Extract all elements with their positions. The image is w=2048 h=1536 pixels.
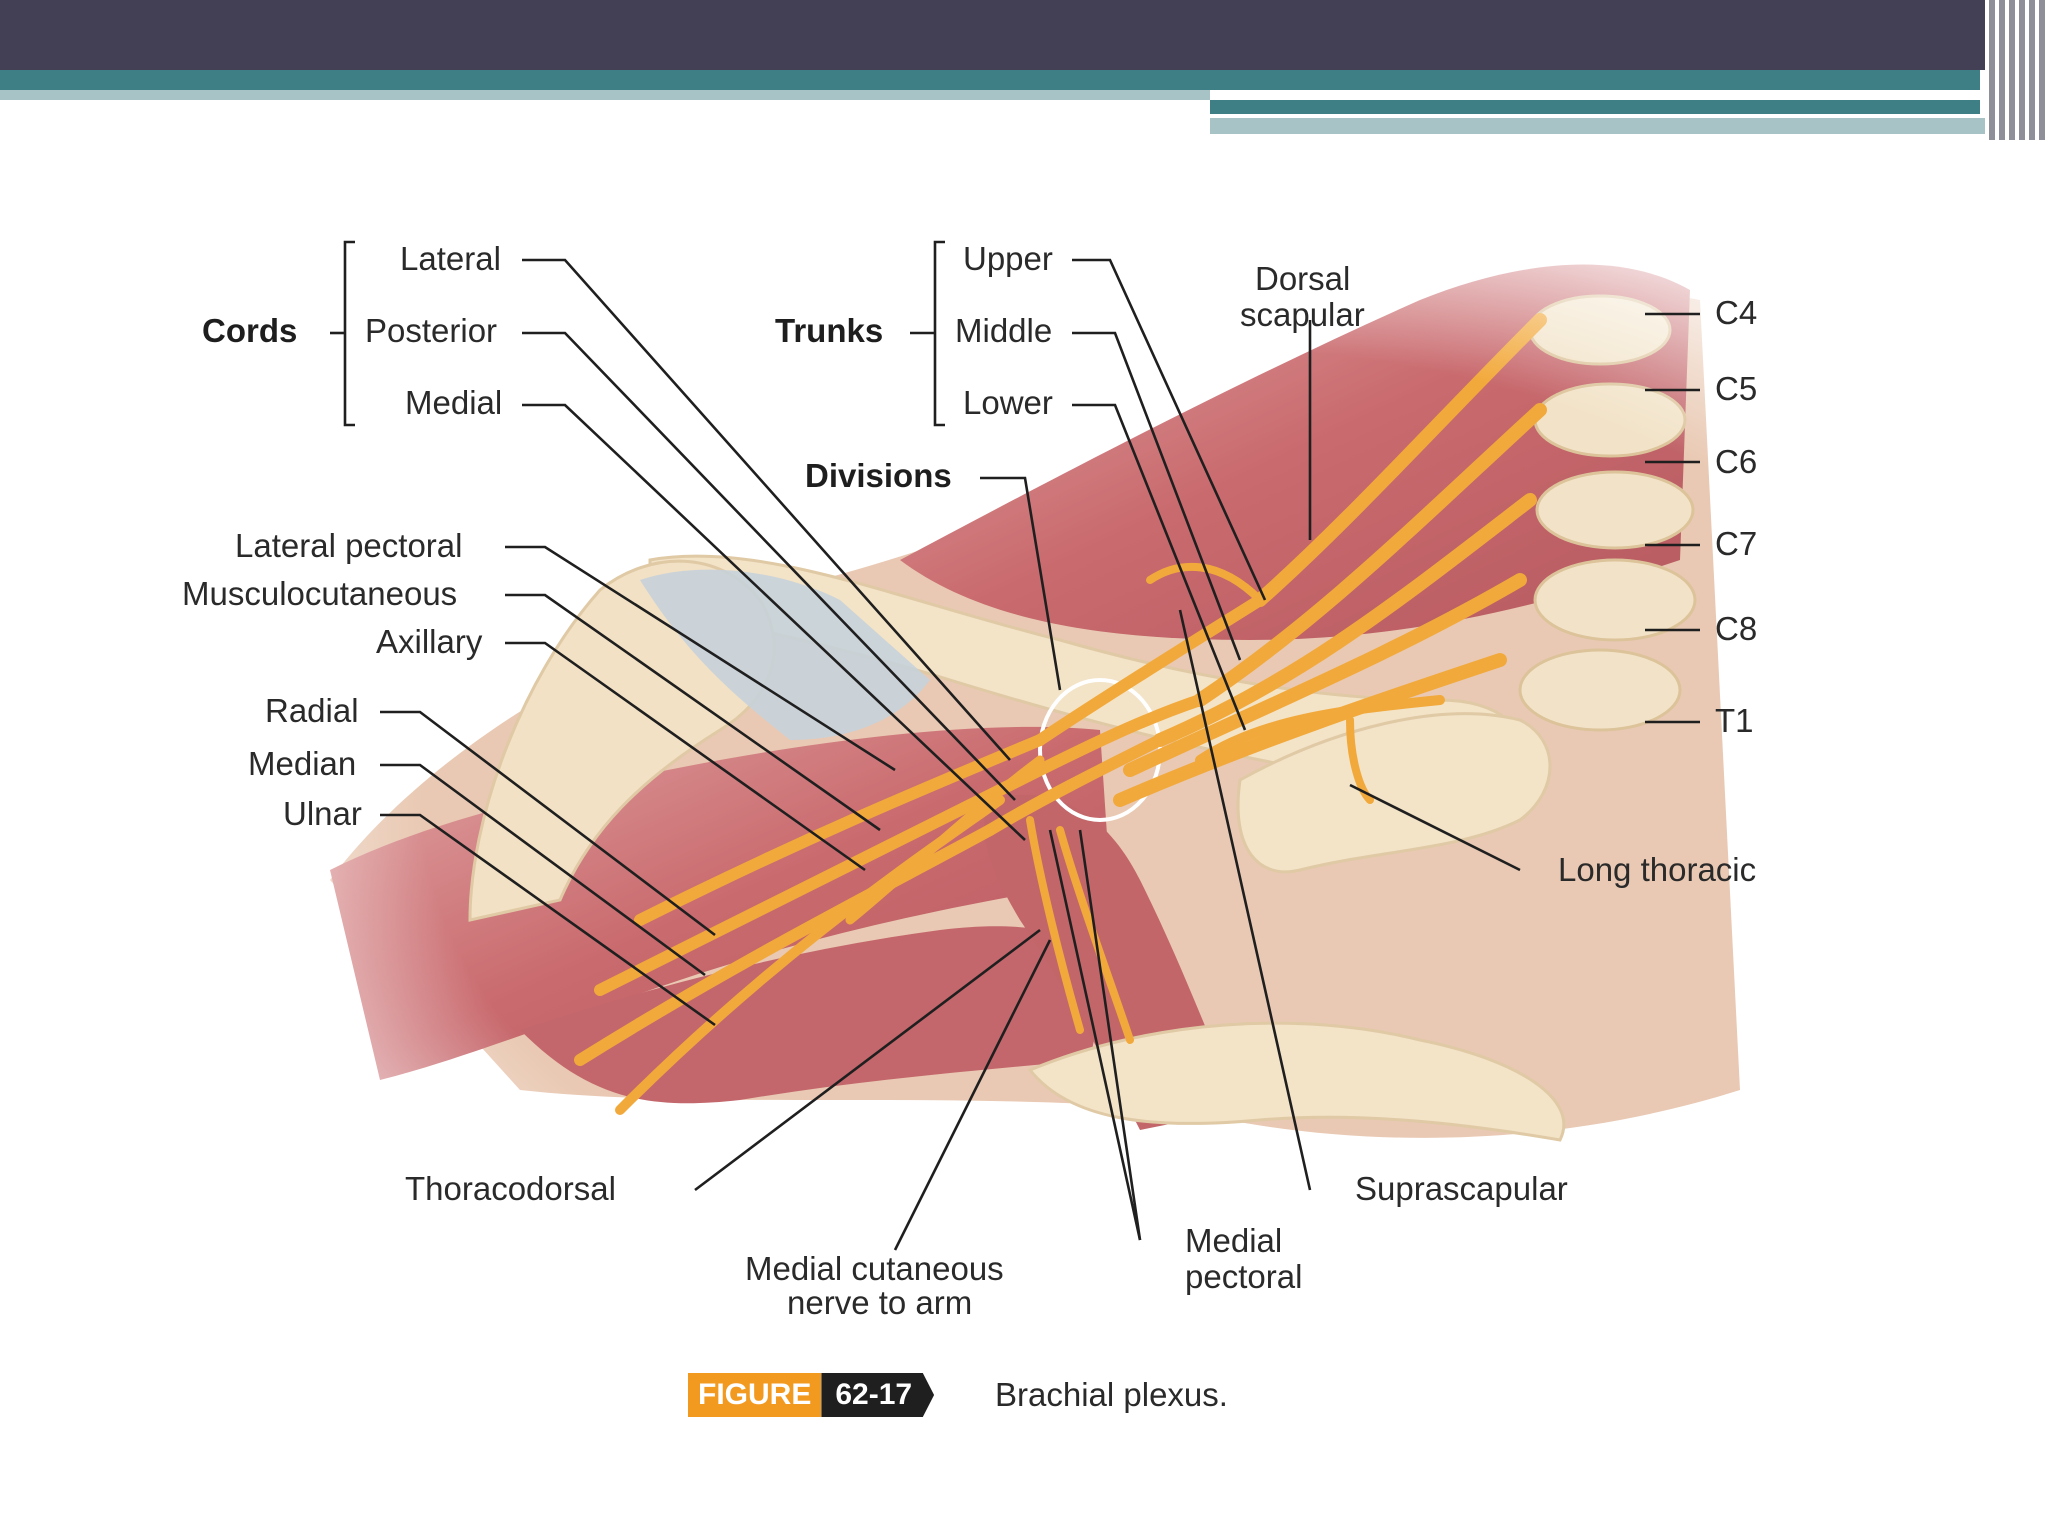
header-teal-stripe-right — [1210, 100, 1980, 114]
medial-cutaneous-label-line1: Medial cutaneous — [745, 1250, 1004, 1287]
root-c6-label: C6 — [1715, 443, 1757, 480]
figure-caption: Brachial plexus. — [995, 1376, 1228, 1413]
root-c7-label: C7 — [1715, 525, 1757, 562]
trunk-upper-label: Upper — [963, 240, 1053, 277]
divisions-label: Divisions — [805, 457, 952, 494]
figure-badge-number: 62-17 — [821, 1373, 935, 1417]
figure-badge: FIGURE 62-17 — [688, 1373, 935, 1417]
medial-pectoral-label-line2: pectoral — [1185, 1258, 1302, 1295]
dorsal-scapular-label-line2: scapular — [1240, 296, 1365, 333]
root-c8-label: C8 — [1715, 610, 1757, 647]
header-edge-bars — [1985, 0, 2048, 140]
long-thoracic-label: Long thoracic — [1558, 851, 1756, 888]
labels: Cords Lateral Posterior Medial Trunks Up… — [182, 240, 1757, 1321]
trunks-group-label: Trunks — [775, 312, 883, 349]
dorsal-scapular-label-line1: Dorsal — [1255, 260, 1350, 297]
root-c4-label: C4 — [1715, 294, 1757, 331]
cord-posterior-label: Posterior — [365, 312, 497, 349]
median-label: Median — [248, 745, 356, 782]
leader-lines — [330, 240, 1700, 1251]
cords-group-label: Cords — [202, 312, 297, 349]
header-light-stripe-right — [1210, 118, 2010, 134]
musculocutaneous-label: Musculocutaneous — [182, 575, 457, 612]
cord-lateral-label: Lateral — [400, 240, 501, 277]
slide-header-bar — [0, 0, 2048, 70]
suprascapular-label: Suprascapular — [1355, 1170, 1568, 1207]
root-t1-label: T1 — [1715, 702, 1754, 739]
figure-badge-word: FIGURE — [688, 1373, 822, 1417]
trunk-middle-label: Middle — [955, 312, 1052, 349]
root-c5-label: C5 — [1715, 370, 1757, 407]
medial-cutaneous-label-line2: nerve to arm — [787, 1284, 972, 1321]
cord-medial-label: Medial — [405, 384, 502, 421]
lateral-pectoral-label: Lateral pectoral — [235, 527, 462, 564]
header-light-stripe — [0, 90, 1210, 100]
ulnar-label: Ulnar — [283, 795, 362, 832]
axillary-label: Axillary — [376, 623, 483, 660]
radial-label: Radial — [265, 692, 359, 729]
header-teal-stripe — [0, 70, 1980, 90]
trunk-lower-label: Lower — [963, 384, 1053, 421]
thoracodorsal-label: Thoracodorsal — [405, 1170, 616, 1207]
anatomy-illustration — [180, 250, 1860, 1270]
medial-pectoral-label-line1: Medial — [1185, 1222, 1282, 1259]
